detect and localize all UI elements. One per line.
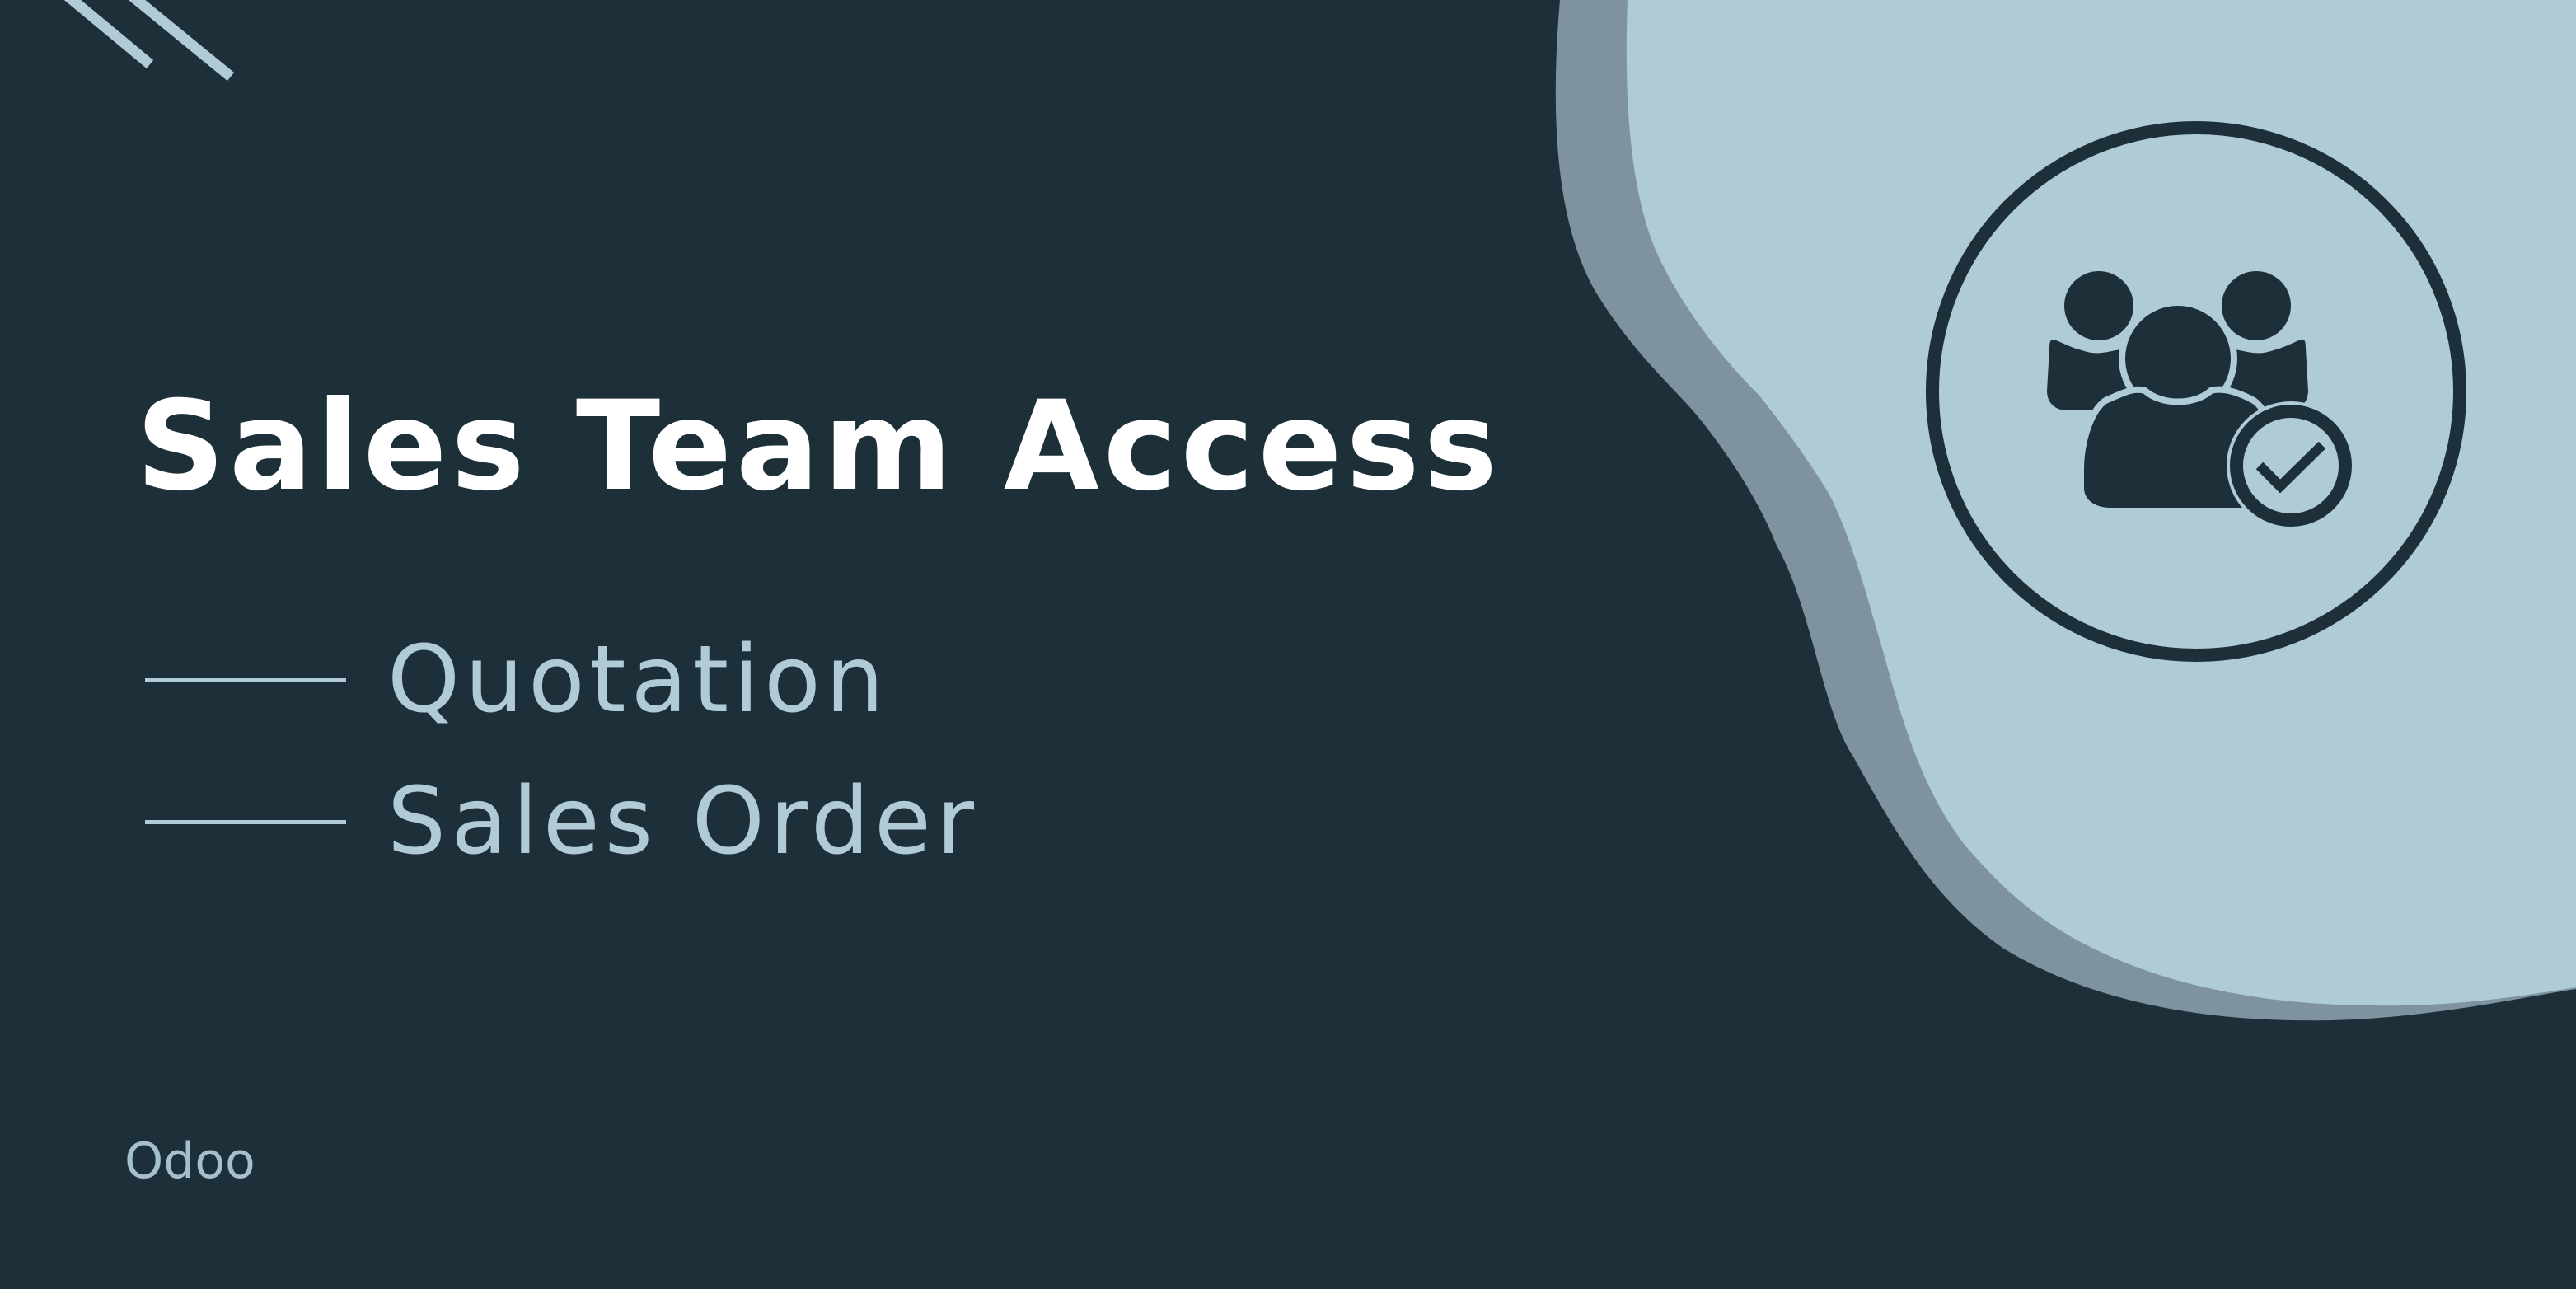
feature-divider xyxy=(145,819,346,824)
feature-divider xyxy=(145,677,346,682)
feature-item-quotation: Quotation xyxy=(145,626,889,734)
feature-item-sales-order: Sales Order xyxy=(145,768,979,875)
corner-decoration-icon xyxy=(63,0,235,82)
page-title: Sales Team Access xyxy=(136,375,1501,518)
brand-name: Odoo xyxy=(124,1132,255,1190)
team-check-icon xyxy=(1926,121,2466,662)
feature-label: Sales Order xyxy=(387,768,979,875)
feature-label: Quotation xyxy=(387,626,889,734)
